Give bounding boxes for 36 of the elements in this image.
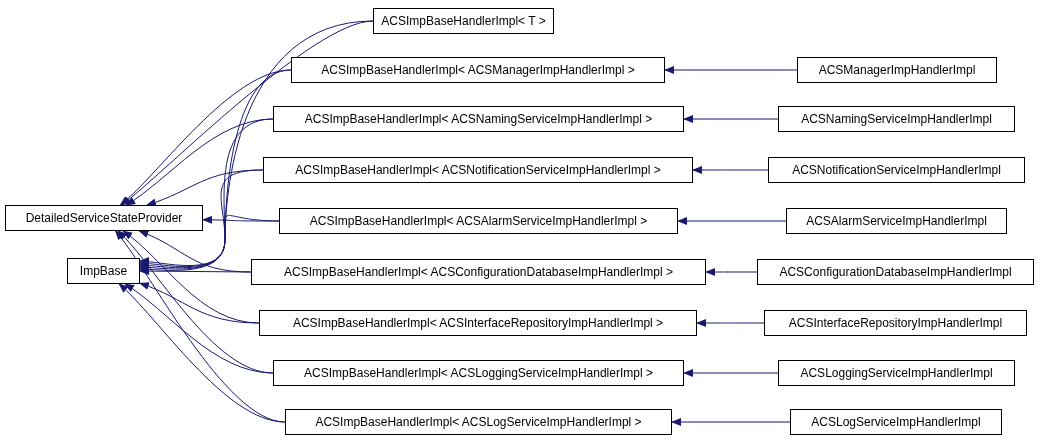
inheritance-arrow	[139, 215, 280, 274]
inheritance-arrow	[696, 319, 765, 327]
class-box: ACSNotificationServiceImpHandlerImpl	[768, 157, 1025, 183]
inheritance-arrow	[683, 369, 779, 377]
class-box: ImpBase	[67, 258, 140, 284]
inheritance-arrow	[683, 115, 779, 123]
class-box: DetailedServiceStateProvider	[5, 205, 203, 231]
class-box: ACSLoggingServiceImpHandlerImpl	[778, 360, 1015, 386]
inheritance-arrow	[139, 118, 274, 270]
class-box: ACSManagerImpHandlerImpl	[797, 57, 997, 83]
class-box: ACSImpBaseHandlerImpl< ACSConfigurationDatabaseImpHandlerImpl >	[251, 259, 706, 285]
inheritance-arrow	[705, 268, 758, 276]
inheritance-arrow	[139, 20, 374, 266]
class-box: ACSImpBaseHandlerImpl< ACSAlarmServiceImpHandlerImpl >	[279, 208, 678, 234]
class-box: ACSInterfaceRepositoryImpHandlerImpl	[764, 310, 1027, 336]
inheritance-arrow	[124, 283, 274, 374]
inheritance-arrow	[671, 418, 791, 426]
inheritance-arrow	[677, 217, 787, 225]
class-box: ACSAlarmServiceImpHandlerImpl	[786, 208, 1007, 234]
class-box: ACSNamingServiceImpHandlerImpl	[778, 106, 1015, 132]
inheritance-arrow	[692, 166, 769, 174]
class-box: ACSImpBaseHandlerImpl< T >	[373, 8, 554, 34]
inheritance-arrow	[118, 283, 286, 423]
inheritance-arrow	[139, 267, 252, 276]
class-box: ACSImpBaseHandlerImpl< ACSNamingServiceImpHandlerImpl >	[273, 106, 684, 132]
class-box: ACSImpBaseHandlerImpl< ACSNotificationServiceImpHandlerImpl >	[263, 157, 693, 183]
class-box: ACSImpBaseHandlerImpl< ACSManagerImpHandlerImpl >	[291, 57, 665, 83]
inheritance-arrow	[664, 66, 798, 74]
class-box: ACSImpBaseHandlerImpl< ACSLoggingServiceImpHandlerImpl >	[273, 360, 684, 386]
class-box: ACSConfigurationDatabaseImpHandlerImpl	[757, 259, 1034, 285]
inheritance-arrow	[139, 282, 260, 324]
inheritance-arrow	[139, 69, 292, 268]
class-box: ACSLogServiceImpHandlerImpl	[790, 409, 1002, 435]
class-box: ACSImpBaseHandlerImpl< ACSLogServiceImpHandlerImpl >	[285, 409, 672, 435]
inheritance-arrow	[139, 169, 264, 272]
class-box: ACSImpBaseHandlerImpl< ACSInterfaceRepositoryImpHandlerImpl >	[259, 310, 697, 336]
